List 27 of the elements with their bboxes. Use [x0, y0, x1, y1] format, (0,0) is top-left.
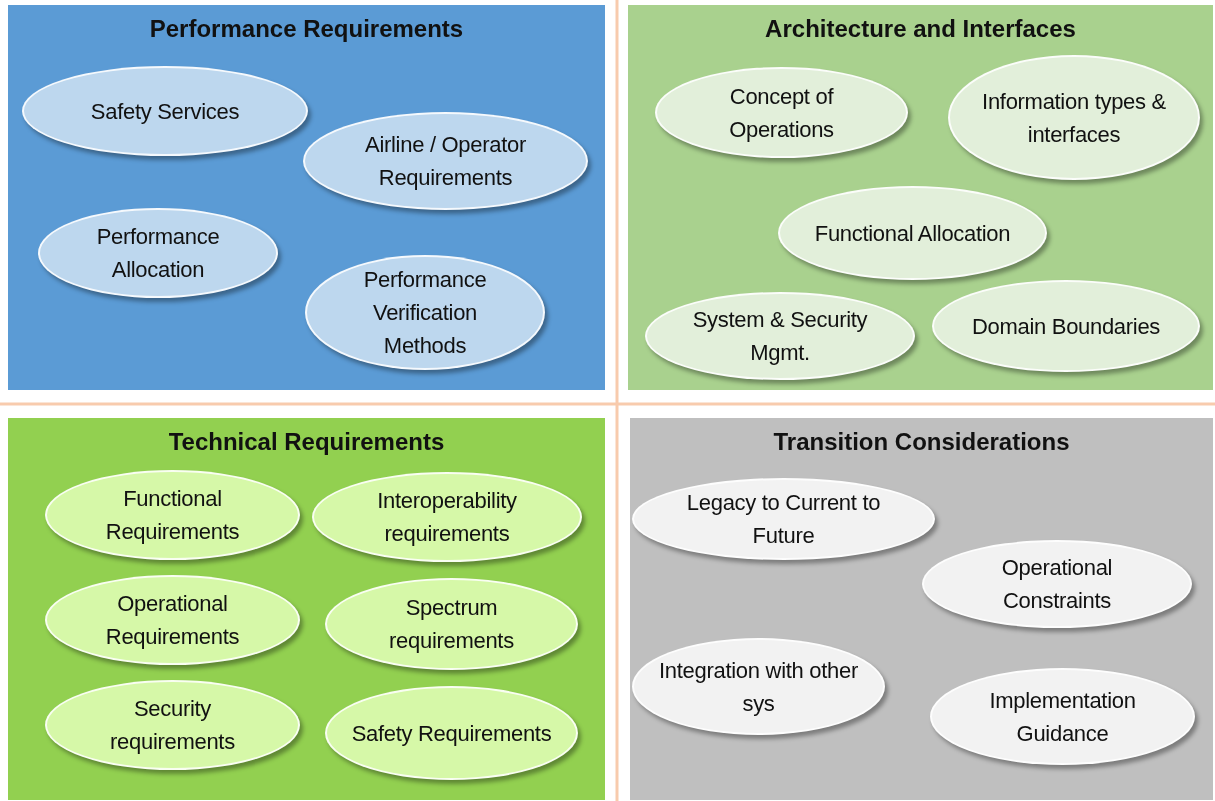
- panel-title: Architecture and Interfaces: [765, 15, 1076, 43]
- ellipse-label: Airline / Operator Requirements: [364, 131, 527, 192]
- ellipse-label: Functional Allocation: [813, 219, 1012, 248]
- ellipse-label: Operational Requirements: [104, 590, 241, 651]
- ellipse-label: Safety Services: [89, 97, 241, 126]
- panel: [8, 5, 605, 390]
- ellipse-label: Performance Verification Methods: [362, 266, 488, 360]
- ellipse-label: Performance Allocation: [95, 223, 221, 284]
- panel: [8, 418, 605, 800]
- ellipse-label: Spectrum requirements: [388, 594, 515, 655]
- panel: [630, 418, 1213, 800]
- ellipse-label: Operational Constraints: [1000, 554, 1114, 615]
- ellipse-label: Domain Boundaries: [970, 312, 1162, 341]
- panel: [628, 5, 1213, 390]
- ellipse-label: Concept of Operations: [728, 82, 835, 144]
- ellipse-label: Information types & interfaces: [981, 87, 1167, 149]
- ellipse-label: Legacy to Current to Future: [685, 489, 882, 550]
- ellipse-label: Integration with other sys: [658, 656, 859, 718]
- ellipse-label: System & Security Mgmt.: [691, 306, 869, 367]
- ellipse-label: Interoperability requirements: [376, 487, 518, 548]
- ellipse-label: Functional Requirements: [104, 485, 241, 546]
- panel-title: Transition Considerations: [773, 428, 1070, 456]
- ellipse-label: Implementation Guidance: [988, 686, 1137, 748]
- panel-title: Performance Requirements: [149, 15, 464, 43]
- ellipse-label: Security requirements: [109, 695, 236, 756]
- panel-title: Technical Requirements: [168, 428, 445, 456]
- ellipse-label: Safety Requirements: [350, 719, 553, 748]
